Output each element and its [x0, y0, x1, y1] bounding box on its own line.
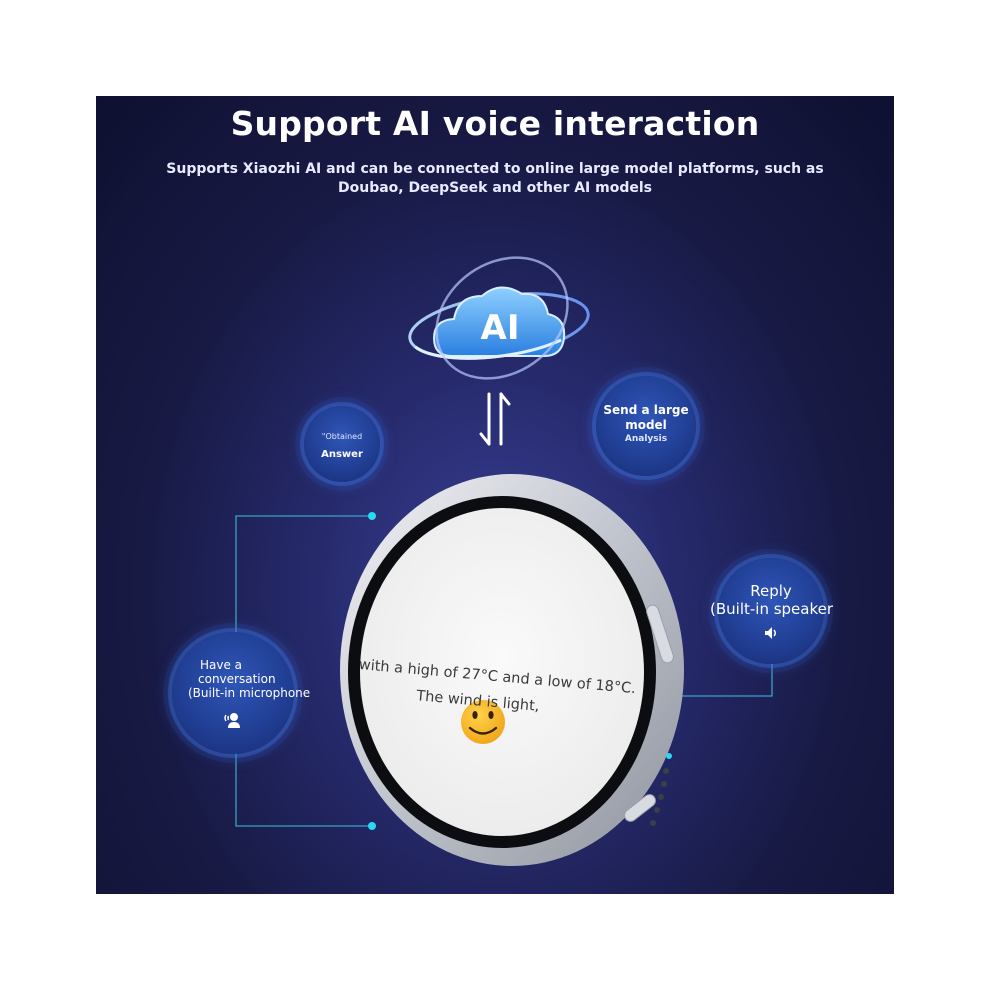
talk-line-1: Have a	[200, 658, 243, 672]
cloud-orbit-icon	[408, 256, 590, 380]
send-line-3: Analysis	[624, 434, 668, 444]
speaking-person-icon	[224, 713, 240, 728]
smiley-face-icon	[461, 700, 505, 744]
send-line-1: Send a large	[603, 403, 689, 417]
reply-speaker-bubble: Reply (Built-in speaker	[710, 558, 833, 664]
answer-label: Answer	[321, 449, 363, 460]
conversation-microphone-bubble: Have a conversation (Built-in microphone	[172, 632, 310, 754]
speaker-icon	[765, 627, 776, 639]
ai-cloud-logo: AI	[404, 256, 594, 386]
reply-line-2: (Built-in speaker	[710, 600, 834, 618]
bidirectional-arrows-icon	[479, 392, 511, 446]
subheadline: Supports Xiaozhi AI and can be connected…	[166, 161, 824, 196]
send-line-2: model	[625, 418, 667, 432]
send-model-bubble: Send a large model Analysis	[596, 376, 696, 476]
reply-line-1: Reply	[750, 582, 792, 600]
ai-label: AI	[480, 308, 520, 348]
headline: Support AI voice interaction	[230, 104, 760, 143]
talk-line-2: conversation	[198, 672, 276, 686]
round-ai-device	[340, 474, 684, 866]
promo-banner: Support AI voice interaction Supports Xi…	[96, 96, 894, 894]
answer-caption: "Obtained	[321, 432, 363, 441]
obtained-answer-bubble: "Obtained Answer	[304, 406, 380, 482]
talk-line-3: (Built-in microphone	[188, 686, 311, 700]
